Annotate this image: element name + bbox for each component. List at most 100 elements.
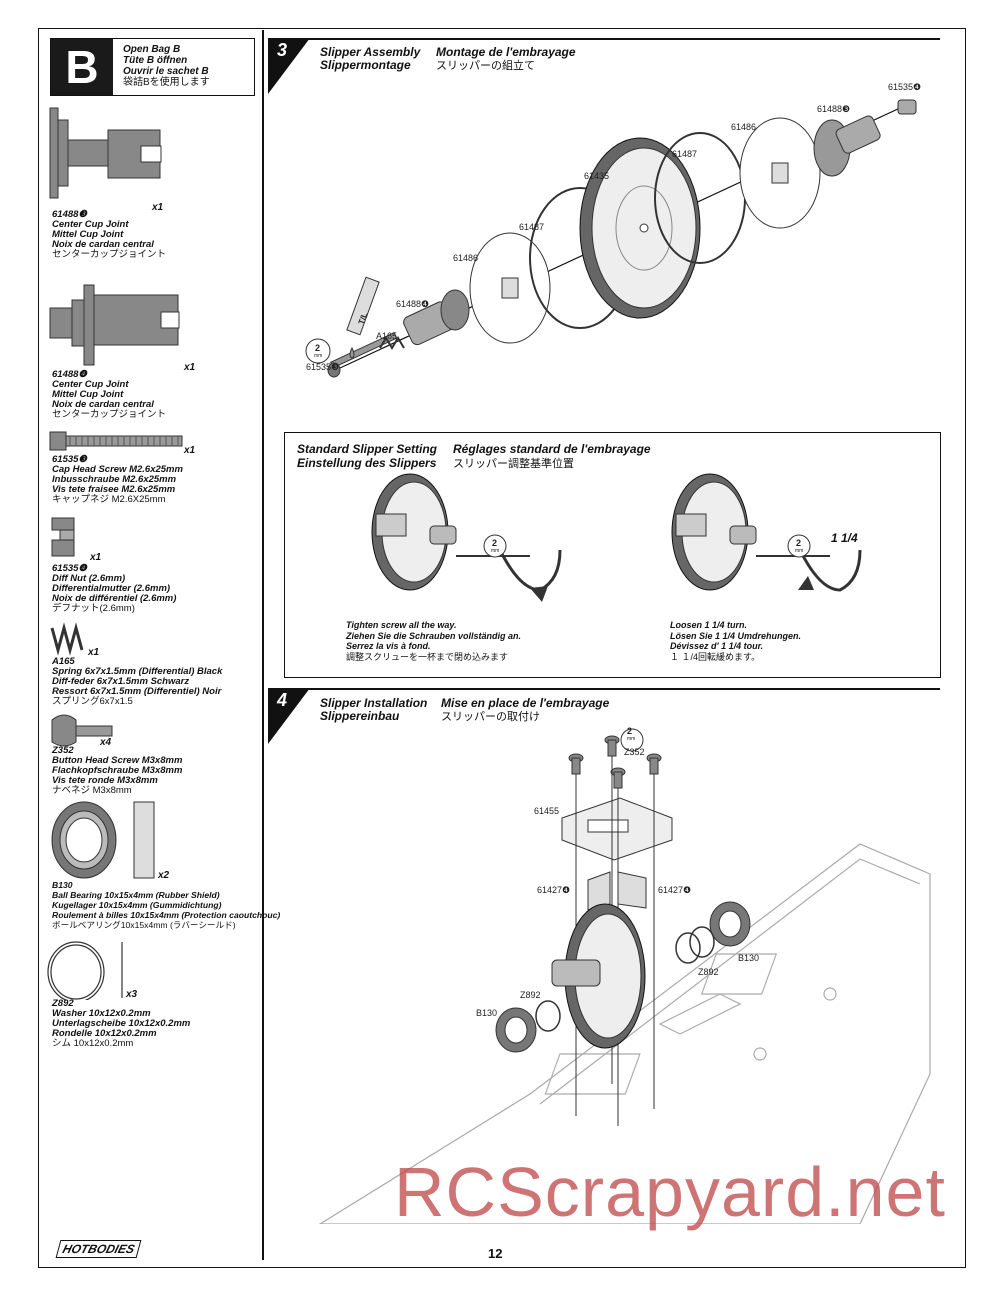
threadlock-tube [346,276,380,359]
bag-header: B Open Bag B Tüte B öffnen Ouvrir le sac… [50,38,255,96]
caption-en: Tighten screw all the way. [346,620,457,630]
cup-joint-a-drawing [49,107,162,199]
step4-title-fr: Mise en place de l'embrayage [441,696,610,710]
caption-fr: Serrez la vis à fond. [346,641,431,651]
step4-title-jp: スリッパーの取付け [441,709,540,724]
part-id: Z352 [52,745,74,756]
spring-drawing [50,622,84,656]
diff-nut-part [897,99,917,115]
spring-part [379,336,405,350]
callout-z892-right: Z892 [698,967,719,977]
callout-b130-left: B130 [476,1008,498,1018]
std-right-tool-unit: mm [795,548,804,554]
part-61535a: 61535❸ Cap Head Screw M2.6x25mm Inbussch… [52,455,183,505]
caption-jp: １ １/4回転緩めます。 [670,651,761,662]
callout-61535a: 61535❸ [306,362,340,372]
part-qty: x4 [100,737,112,748]
cap-screw-part [327,332,398,378]
part-qty: x1 [152,202,164,213]
step4-tool-bubble [620,728,644,752]
slipper-gear-assembly [551,903,646,1049]
part-name-en: Ball Bearing 10x15x4mm (Rubber Shield) [52,890,220,900]
bag-line-de: Tüte B öffnen [123,55,188,66]
page-number: 12 [488,1246,503,1261]
part-a165: A165 Spring 6x7x1.5mm (Differential) Bla… [52,657,222,707]
part-name-de: Unterlagscheibe 10x12x0.2mm [52,1018,191,1029]
callout-61488a: 61488❸ [817,104,851,114]
step4-tool-size: 2 [627,726,633,736]
part-61535b: 61535❹ Diff Nut (2.6mm) Differentialmutt… [52,564,176,614]
std-left-tool: 2 [492,538,498,548]
callout-61455: 61455 [534,806,560,816]
part-name-de: Mittel Cup Joint [52,389,124,400]
part-name-en: Center Cup Joint [52,219,129,230]
part-qty: x3 [126,989,138,1000]
callout-61535b: 61535❹ [888,82,922,92]
part-qty: x1 [90,552,102,563]
slipper-pad-top [739,117,821,229]
part-id: 61488❸ [52,209,87,220]
bag-line-en: Open Bag B [123,44,181,55]
part-name-jp: キャップネジ M2.6X25mm [52,494,166,505]
part-61488b: 61488❹ Center Cup Joint Mittel Cup Joint… [52,370,166,420]
part-name-fr: Vis tete fraisee M2.6x25mm [52,484,176,495]
washer-left [535,1000,561,1032]
cup-joint-b-drawing [49,284,180,366]
step3-title-jp-text: スリッパーの組立て [436,60,535,72]
part-name-fr: Noix de cardan central [52,239,154,250]
step3-title-en: Slipper Assembly [320,45,421,59]
z352-screws [568,735,662,789]
caption-jp: 調整スクリューを一杯まで閉め込みます [346,651,509,662]
part-name-fr: Roulement à billes 10x15x4mm (Protection… [52,910,281,920]
part-qty: x1 [184,445,196,456]
callout-61486-top: 61486 [731,122,757,132]
part-name-de: Flachkopfschraube M3x8mm [52,765,183,776]
step4-title-jp-text: スリッパーの取付け [441,711,540,723]
bag-instructions: Open Bag B Tüte B öffnen Ouvrir le sache… [123,44,210,88]
part-name-en: Button Head Screw M3x8mm [52,755,183,766]
step4-marker [268,688,310,744]
cap-screw-drawing [49,431,183,451]
right-slipper-gear [671,473,862,592]
part-name-fr: Noix de différentiel (2.6mm) [52,593,177,604]
bearing-right [709,901,751,947]
step3-exploded-diagram [305,99,917,378]
step4-tool-unit: mm [627,736,636,742]
part-name-en: Spring 6x7x1.5mm (Differential) Black [52,666,223,677]
callout-61487-top: 61487 [672,149,698,159]
step4-number: 4 [277,690,288,710]
part-id: 61535❸ [52,454,87,465]
part-name-en: Cap Head Screw M2.6x25mm [52,464,183,475]
part-name-en: Washer 10x12x0.2mm [52,1008,151,1019]
cup-joint-b-part [403,289,470,346]
standard-setting-box [284,432,941,678]
part-qty: x1 [184,362,196,373]
step3-title: Slipper Assembly [320,45,420,59]
bag-letter: B [51,39,113,95]
step4-title-de: Slippereinbau [320,709,400,723]
caption-fr: Dévissez d' 1 1/4 tour. [670,641,764,651]
part-qty: x1 [88,647,100,658]
step3-rule [268,38,940,40]
diff-nut-drawing [51,517,75,557]
part-id: 61488❹ [52,369,87,380]
spur-gear-part [579,137,701,319]
callout-61486-bottom: 61486 [453,253,479,263]
column-divider [262,30,264,1260]
part-id: Z892 [52,998,74,1009]
step4-installation-diagram [318,728,931,1224]
part-z352: Z352 Button Head Screw M3x8mm Flachkopfs… [52,746,182,796]
tool-unit-label: mm [314,353,323,359]
callout-61427-left: 61427❹ [537,885,571,895]
part-name-en: Diff Nut (2.6mm) [52,573,126,584]
step3-title-fr: Montage de l'embrayage [436,45,576,59]
tool-size-label: 2 [315,343,321,353]
brand-logo: HOTBODIES [55,1240,142,1258]
slipper-pad-bottom [469,232,551,344]
std-right-tool: 2 [796,538,802,548]
part-qty: x2 [158,870,170,881]
callout-61487-bottom: 61487 [519,222,545,232]
part-name-jp: ナベネジ M3x8mm [52,785,132,796]
bag-line-fr: Ouvrir le sachet B [123,66,209,77]
part-name-fr: Noix de cardan central [52,399,154,410]
